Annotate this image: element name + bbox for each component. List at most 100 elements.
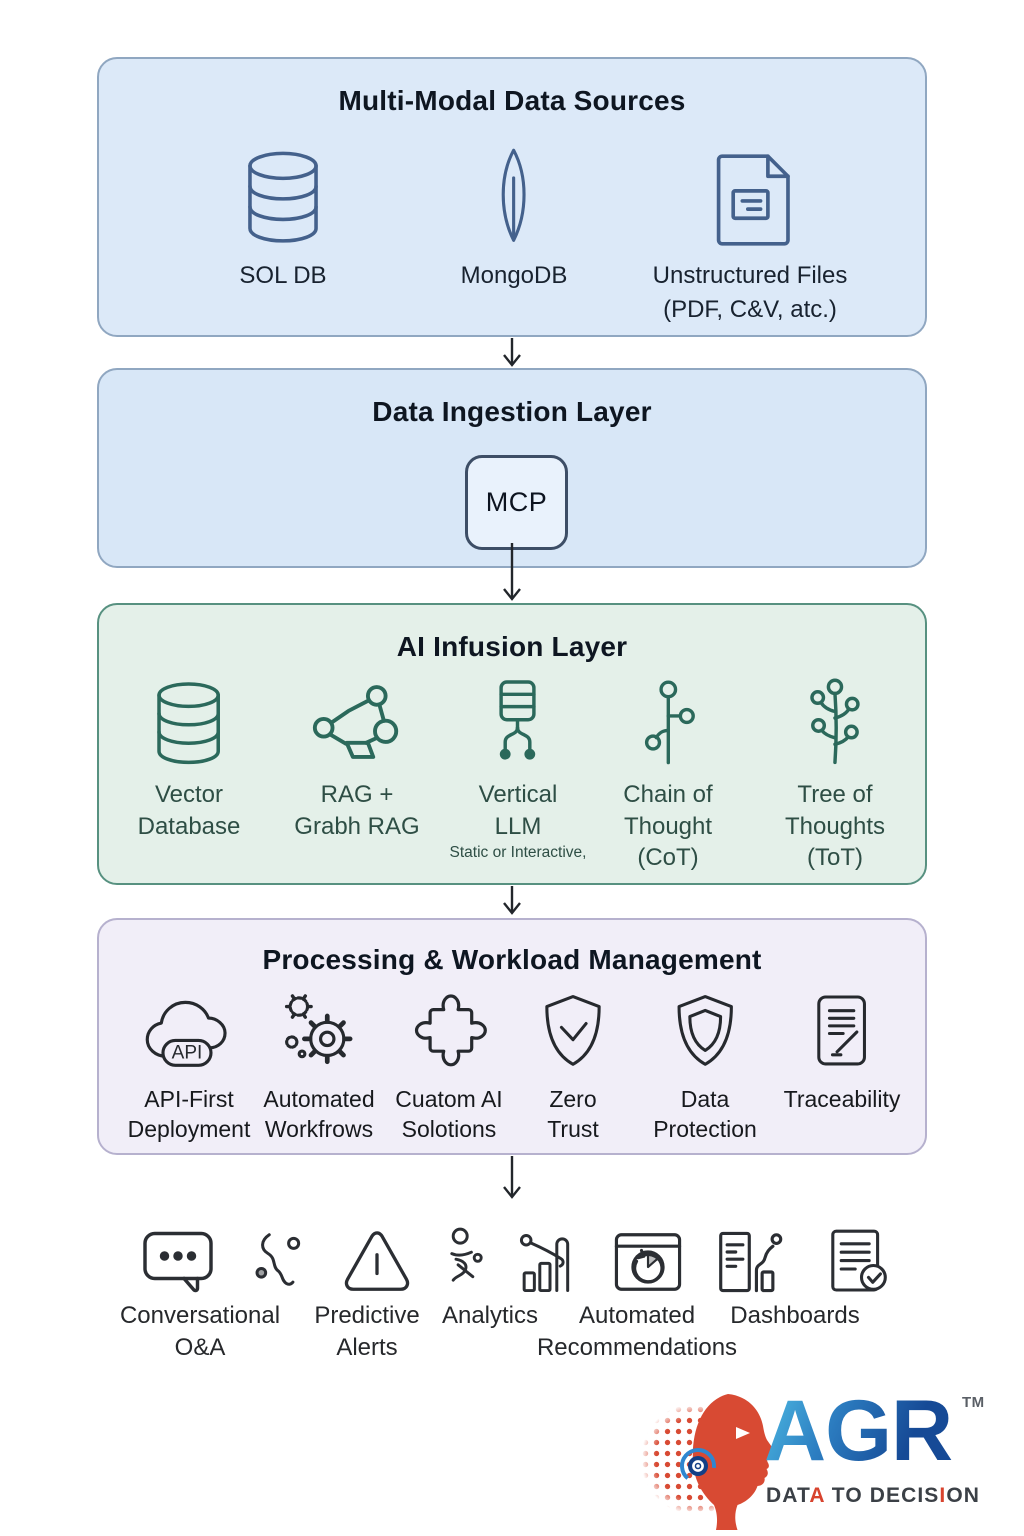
proc-item-zero-trust: Zero Trust bbox=[537, 992, 609, 1145]
ai-label-line1: Tree of bbox=[797, 781, 873, 808]
chain-of-thought-icon bbox=[623, 677, 712, 769]
proc-label-line2: Workfrows bbox=[264, 1116, 374, 1143]
ai-label-line3: (CoT) bbox=[637, 844, 699, 872]
proc-label-line2: Trust bbox=[547, 1116, 599, 1143]
output-label-line1: Conversational bbox=[119, 1302, 281, 1329]
person-activity-icon bbox=[435, 1226, 491, 1298]
vertical-llm-icon bbox=[450, 677, 587, 769]
proc-label-line1: API-First bbox=[144, 1086, 234, 1112]
ai-label-line1: Vector bbox=[154, 781, 224, 808]
ai-label-note: Static or Interactive, bbox=[449, 844, 587, 862]
ai-label-line1: Chain of bbox=[623, 781, 713, 808]
output-label-automated-recommendations: Automated Recommendations bbox=[537, 1300, 737, 1365]
output-label-dashboards: Dashboards bbox=[730, 1300, 859, 1332]
mongodb-leaf-icon bbox=[461, 144, 568, 248]
ai-item-rag: RAG + Grabh RAG bbox=[294, 677, 420, 842]
proc-label-line2: Protection bbox=[653, 1116, 757, 1143]
ai-infusion-title: AI Infusion Layer bbox=[396, 631, 628, 662]
ai-label-line2: Thoughts bbox=[784, 812, 886, 840]
output-label-analytics: Analytics bbox=[442, 1300, 538, 1332]
output-label-predictive-alerts: Predictive Alerts bbox=[314, 1300, 419, 1365]
trademark-symbol: TM bbox=[962, 1394, 985, 1411]
proc-label-line1: Automated bbox=[263, 1086, 375, 1112]
output-label-conversational-qa: Conversational O&A bbox=[120, 1300, 280, 1365]
source-label: MongoDB bbox=[460, 262, 568, 289]
face-profile-icon bbox=[680, 1394, 775, 1530]
tree-of-thoughts-icon bbox=[785, 677, 885, 769]
vector-database-icon bbox=[138, 677, 241, 769]
output-label-line2: Recommendations bbox=[536, 1334, 738, 1362]
shield-icon bbox=[653, 992, 757, 1072]
proc-label-line1: Zero bbox=[549, 1086, 597, 1112]
sources-title: Multi-Modal Data Sources bbox=[338, 85, 686, 116]
flow-arrow-2 bbox=[503, 543, 521, 601]
document-check-icon bbox=[823, 1226, 893, 1298]
tagline-part: DAT bbox=[766, 1484, 810, 1507]
source-item-mongodb: MongoDB bbox=[460, 144, 568, 292]
proc-label-line2: Solotions bbox=[401, 1116, 497, 1143]
bar-chart-icon bbox=[516, 1228, 584, 1296]
flow-arrow-1 bbox=[503, 338, 521, 367]
alert-triangle-icon bbox=[339, 1229, 415, 1295]
chat-bubble-icon bbox=[139, 1227, 217, 1297]
ingestion-title: Data Ingestion Layer bbox=[372, 396, 652, 427]
source-item-unstructured-files: Unstructured Files (PDF, C&V, atc.) bbox=[652, 144, 848, 325]
ai-item-tree-of-thoughts: Tree of Thoughts (ToT) bbox=[785, 677, 885, 874]
tagline-accent: I bbox=[939, 1484, 947, 1507]
ai-label-line2: Database bbox=[137, 812, 241, 840]
flow-arrow-4 bbox=[503, 1156, 521, 1199]
processing-workload-box: Processing & Workload Management API API… bbox=[97, 918, 927, 1155]
ai-label-line3: (ToT) bbox=[806, 844, 863, 872]
tagline-part: TO DECIS bbox=[824, 1484, 940, 1507]
proc-item-api-first: API API-First Deployment bbox=[127, 992, 251, 1145]
proc-item-custom-ai: Cuatom AI Solotions bbox=[395, 992, 503, 1145]
multi-modal-data-sources-box: Multi-Modal Data Sources SOL DB MongoDB bbox=[97, 57, 927, 337]
ai-label-line1: RAG + bbox=[320, 781, 394, 808]
source-label: SOL DB bbox=[239, 262, 327, 289]
traceability-doc-icon bbox=[784, 992, 901, 1072]
ai-item-chain-of-thought: Chain of Thought (CoT) bbox=[623, 677, 713, 874]
source-sublabel: (PDF, C&V, atc.) bbox=[663, 295, 837, 323]
output-label-line1: Dashboards bbox=[730, 1302, 860, 1329]
window-pie-icon bbox=[610, 1229, 686, 1295]
output-label-line2: Alerts bbox=[336, 1334, 398, 1362]
proc-label-line2: Deployment bbox=[127, 1116, 251, 1143]
gears-icon bbox=[263, 992, 374, 1072]
brand-name: AGR bbox=[764, 1383, 953, 1479]
data-ingestion-layer-box: Data Ingestion Layer MCP bbox=[97, 368, 927, 568]
puzzle-icon bbox=[395, 992, 502, 1072]
output-label-line2: O&A bbox=[174, 1334, 226, 1362]
proc-item-automated-workflows: Automated Workfrows bbox=[263, 992, 375, 1145]
source-item-sql-db: SOL DB bbox=[237, 144, 329, 292]
proc-label-line1: Cuatom AI bbox=[395, 1086, 503, 1112]
ai-label-line2: Grabh RAG bbox=[294, 812, 420, 840]
output-label-line1: Predictive bbox=[314, 1302, 420, 1329]
rag-graph-icon bbox=[294, 677, 419, 769]
shield-check-icon bbox=[537, 992, 609, 1072]
output-label-line1: Automated bbox=[578, 1302, 696, 1329]
proc-item-traceability: Traceability bbox=[783, 992, 901, 1114]
ai-item-vector-database: Vector Database bbox=[137, 677, 241, 842]
proc-item-data-protection: Data Protection bbox=[653, 992, 757, 1145]
mcp-node: MCP bbox=[465, 455, 568, 550]
tagline-part: ON bbox=[946, 1484, 981, 1507]
api-badge: API bbox=[172, 1043, 203, 1064]
source-label: Unstructured Files bbox=[652, 262, 848, 289]
ai-item-vertical-llm: Vertical LLM Static or Interactive, bbox=[449, 677, 587, 862]
ai-label-line2: LLM bbox=[494, 812, 542, 840]
document-icon bbox=[653, 144, 848, 248]
brand-tagline: DATA TO DECISION bbox=[766, 1484, 980, 1508]
ai-label-line2: Thought bbox=[623, 812, 713, 840]
scatter-path-icon bbox=[252, 1229, 308, 1295]
ai-label-line1: Vertical bbox=[478, 781, 558, 808]
tagline-accent: A bbox=[809, 1484, 825, 1507]
proc-label-line1: Data bbox=[680, 1086, 730, 1112]
flow-arrow-3 bbox=[503, 886, 521, 915]
database-icon bbox=[237, 144, 329, 248]
cloud-api-icon: API bbox=[128, 992, 251, 1072]
report-chart-icon bbox=[715, 1226, 795, 1298]
proc-label-line1: Traceability bbox=[783, 1086, 901, 1112]
processing-title: Processing & Workload Management bbox=[262, 944, 762, 975]
ai-infusion-layer-box: AI Infusion Layer Vector Database bbox=[97, 603, 927, 885]
agr-logo: AGR TM DATA TO DECISION bbox=[640, 1388, 1012, 1534]
